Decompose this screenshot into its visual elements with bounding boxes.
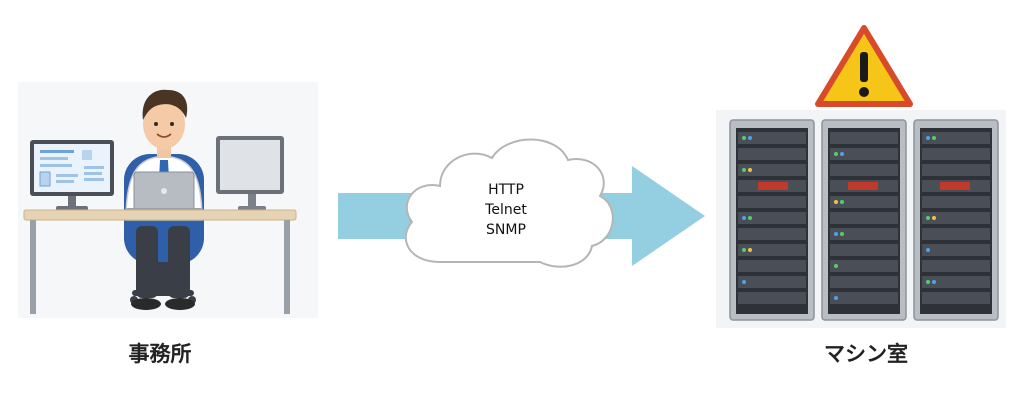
protocol-telnet: Telnet	[484, 202, 527, 218]
server-rack-icon-right	[913, 119, 999, 321]
cloud-icon: HTTP Telnet SNMP	[404, 138, 614, 268]
protocol-snmp: SNMP	[486, 222, 526, 238]
server-rack-icon	[729, 119, 815, 321]
machine-room-label: マシン室	[824, 342, 908, 366]
office-desk	[23, 209, 297, 314]
office-illustration	[18, 82, 318, 318]
monitor-icon-right	[216, 136, 284, 211]
protocol-http: HTTP	[488, 182, 524, 198]
warning-icon	[815, 25, 913, 107]
machine-room-illustration	[716, 25, 1006, 328]
office-label: 事務所	[128, 342, 192, 366]
laptop-icon	[126, 171, 202, 213]
server-rack-icon-middle	[821, 119, 907, 321]
